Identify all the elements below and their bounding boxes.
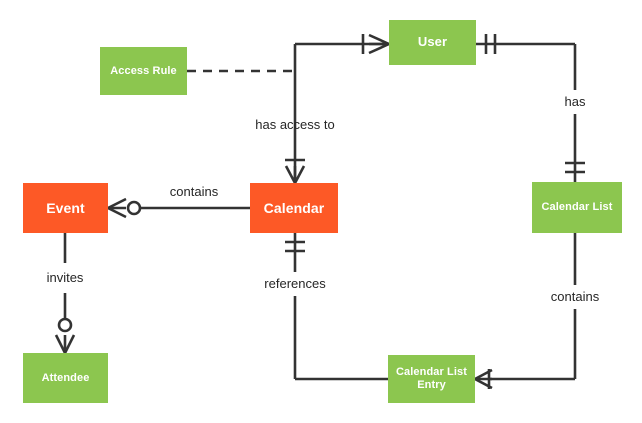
entity-access-rule-label: Access Rule [110,64,177,77]
entity-calendar[interactable]: Calendar [250,183,338,233]
cardinality-many-user-left [368,33,390,55]
cardinality-zero-circle-attendee [57,317,73,333]
cardinality-zero-or-many-event-right [107,197,127,219]
entity-calendar-list[interactable]: Calendar List [532,182,622,233]
entity-event-label: Event [46,199,85,216]
entity-attendee[interactable]: Attendee [23,353,108,403]
entity-calendar-list-entry-label: Calendar List Entry [396,366,467,391]
entity-user-label: User [417,34,448,50]
cardinality-zero-circle-event [126,200,142,216]
relationship-label-has-access-to: has access to [255,117,335,132]
relationship-label-contains-event-calendar: contains [169,184,219,199]
cardinality-many-entry-right [474,368,493,390]
entity-event[interactable]: Event [23,183,108,233]
cardinality-many-calendar-top [284,165,306,184]
entity-access-rule[interactable]: Access Rule [100,47,187,95]
entity-attendee-label: Attendee [41,371,90,384]
cardinality-many-attendee-top [54,334,76,354]
relationship-label-invites: invites [46,270,84,285]
relationship-label-contains-list-entry: contains [550,289,600,304]
entity-calendar-label: Calendar [263,199,325,216]
relationship-label-references: references [264,276,326,291]
entity-calendar-list-entry[interactable]: Calendar List Entry [388,355,475,403]
relationship-label-has: has [564,94,586,109]
entity-user[interactable]: User [389,20,476,65]
entity-calendar-list-label: Calendar List [541,201,613,214]
